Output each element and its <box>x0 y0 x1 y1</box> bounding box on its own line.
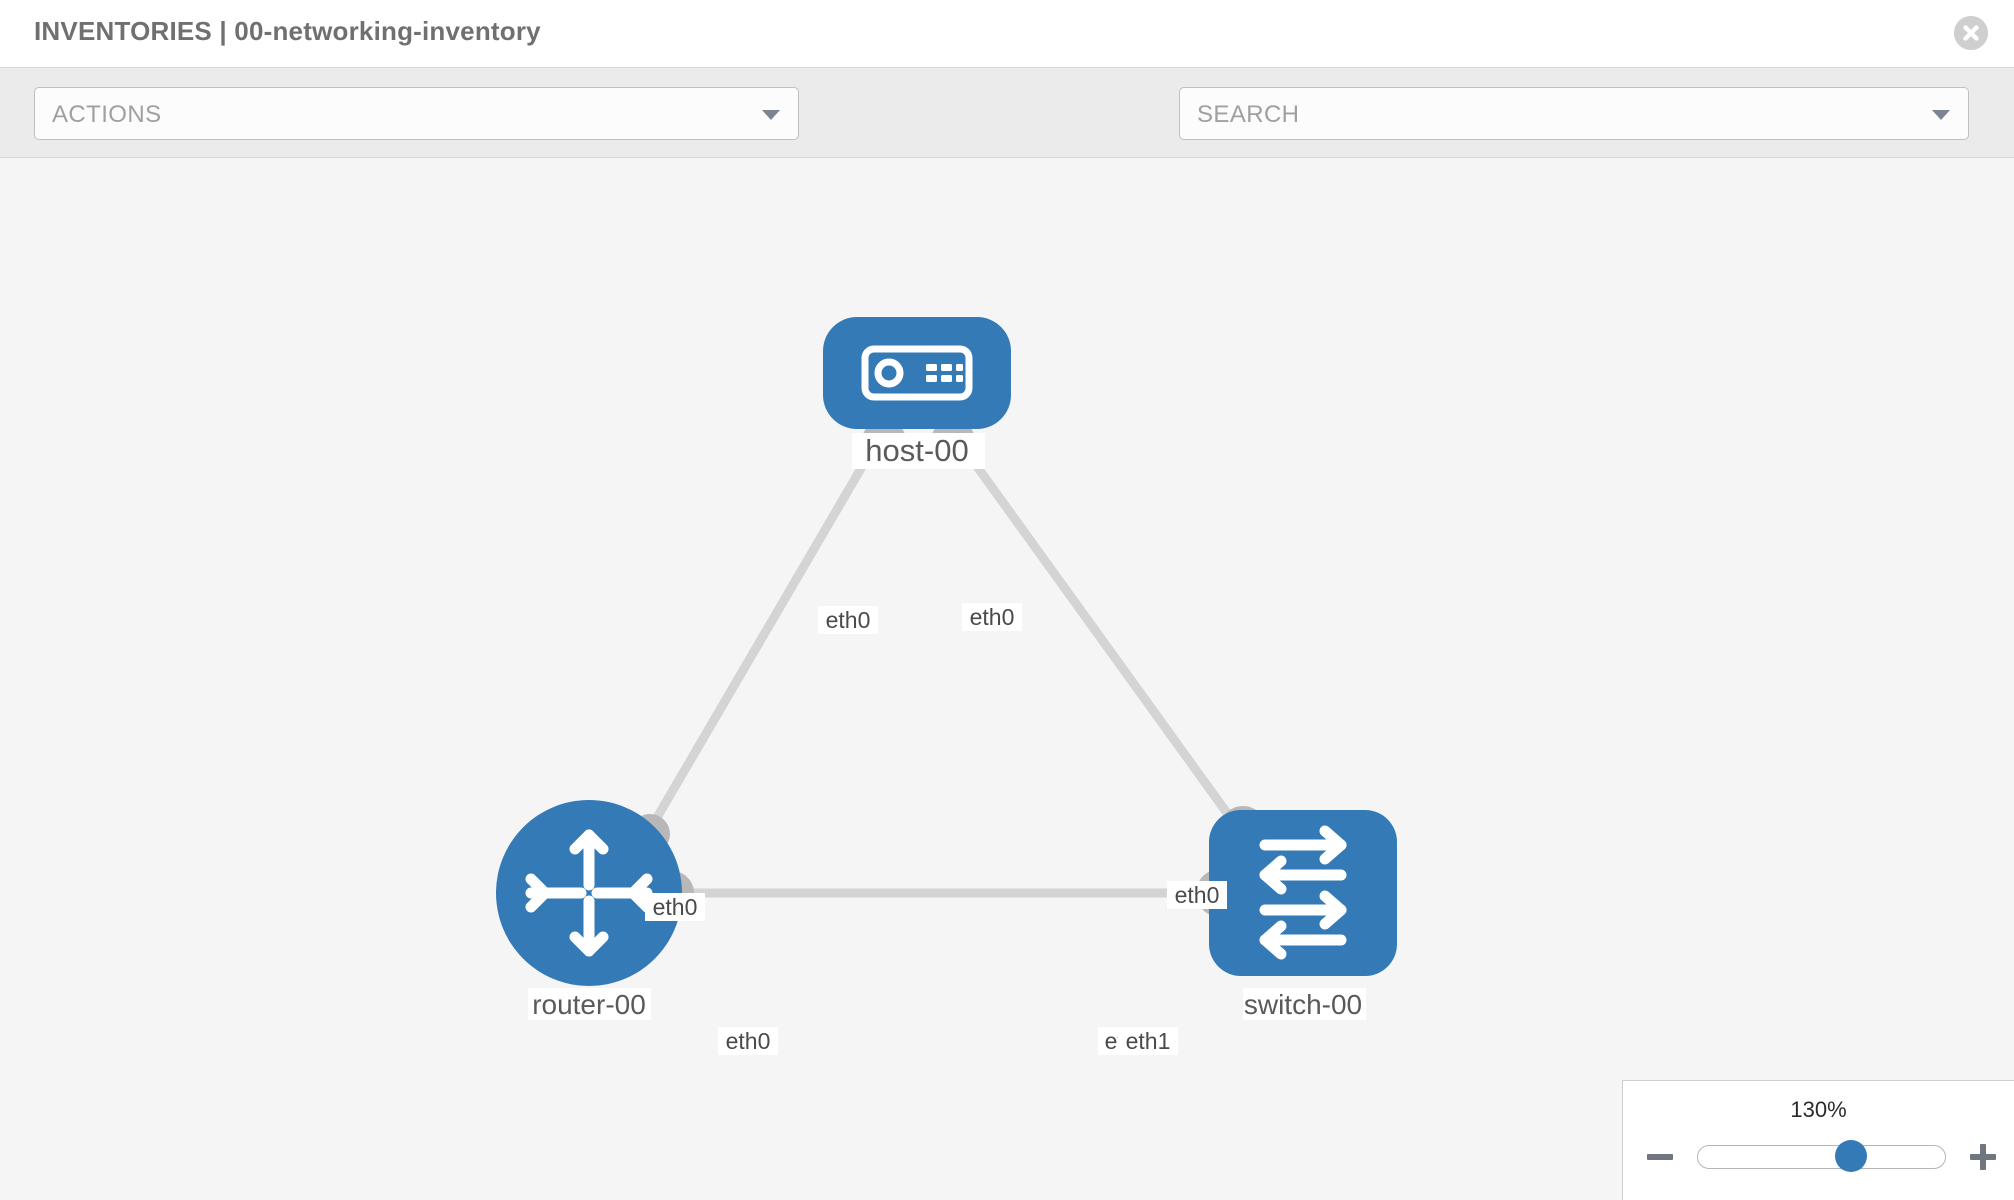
zoom-slider-row <box>1643 1135 2000 1175</box>
actions-dropdown[interactable]: ACTIONS <box>34 87 799 140</box>
zoom-slider[interactable] <box>1697 1140 1946 1172</box>
topology-graph[interactable]: host-00 router-00 switch-00 eth0 eth0 et… <box>0 158 2014 1200</box>
interface-label-host-eth0-right: eth0 <box>970 604 1015 630</box>
node-label-switch-00: switch-00 <box>1244 989 1362 1020</box>
node-label-router-00: router-00 <box>532 989 646 1020</box>
node-label-host-00: host-00 <box>865 433 968 468</box>
zoom-slider-thumb[interactable] <box>1835 1140 1868 1172</box>
plus-icon-vertical <box>1980 1144 1986 1170</box>
node-host-00[interactable] <box>823 317 1011 429</box>
server-icon <box>861 345 973 401</box>
interface-label-host-eth0-left: eth0 <box>826 607 871 633</box>
link-host-switch[interactable] <box>950 431 1250 843</box>
node-router-00[interactable] <box>496 800 682 986</box>
switch-arrows-icon <box>1259 825 1347 960</box>
zoom-level-label: 130% <box>1790 1097 1847 1122</box>
topology-interface-labels: eth0 eth0 eth0 eth0 eth0 eth0 eth1 <box>645 603 1227 1055</box>
chevron-down-icon <box>762 109 780 120</box>
topology-links <box>640 431 1250 898</box>
zoom-in-button[interactable] <box>1966 1139 2000 1173</box>
toolbar: ACTIONS SEARCH <box>0 68 2014 197</box>
topology-connectors <box>630 419 1267 917</box>
link-host-router[interactable] <box>640 431 885 843</box>
interface-label-router-eth0-right: eth0 <box>726 1028 771 1054</box>
interface-label-switch-eth0-up: eth0 <box>1175 882 1220 908</box>
interface-label-router-eth0-up: eth0 <box>653 894 698 920</box>
chevron-down-icon[interactable] <box>1932 109 1950 120</box>
search-input[interactable]: SEARCH <box>1179 87 1969 140</box>
search-placeholder: SEARCH <box>1197 101 1300 128</box>
topology-canvas[interactable]: host-00 router-00 switch-00 eth0 eth0 et… <box>0 158 2014 1200</box>
zoom-out-button[interactable] <box>1643 1139 1677 1173</box>
router-arrows-icon <box>525 829 653 957</box>
actions-dropdown-label: ACTIONS <box>52 101 162 128</box>
page-header: INVENTORIES | 00-networking-inventory <box>0 0 2014 68</box>
close-icon[interactable] <box>1954 16 1988 50</box>
node-switch-00[interactable] <box>1209 810 1397 976</box>
minus-icon <box>1647 1154 1673 1160</box>
zoom-control-panel: 130% <box>1622 1080 2014 1200</box>
page-title: INVENTORIES | 00-networking-inventory <box>34 16 541 46</box>
interface-label-switch-eth1: eth1 <box>1126 1028 1171 1054</box>
topology-node-labels: host-00 router-00 switch-00 <box>528 433 1366 1020</box>
